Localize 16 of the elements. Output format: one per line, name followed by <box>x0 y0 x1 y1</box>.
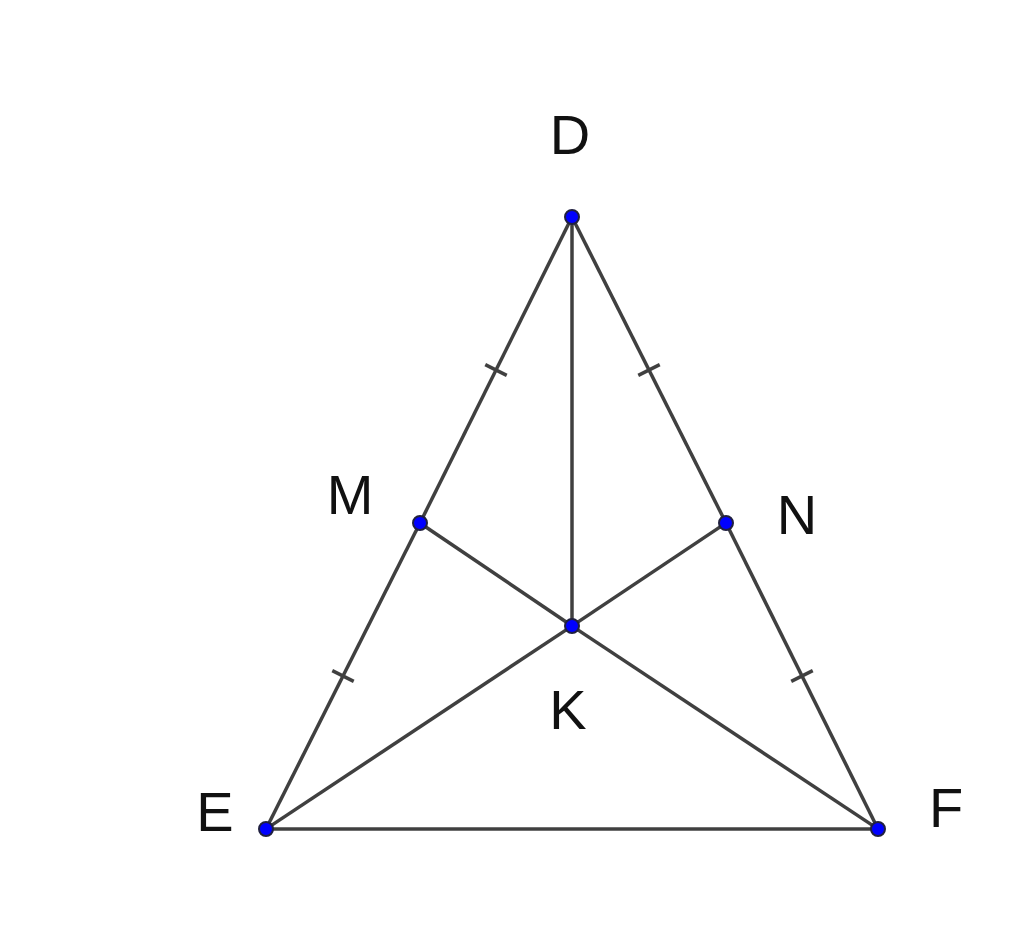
line-segment <box>576 628 874 827</box>
point-label: F <box>928 780 964 836</box>
line-segment <box>576 525 722 624</box>
point-label: E <box>196 784 234 840</box>
line-segment <box>273 827 871 831</box>
point-label: D <box>549 107 591 163</box>
line-segment <box>573 222 725 518</box>
point-label: N <box>776 487 818 543</box>
line-segment <box>424 525 568 624</box>
line-segment <box>267 528 419 824</box>
line-segment <box>270 628 568 827</box>
line-segment <box>570 224 574 619</box>
point-label: M <box>326 467 374 523</box>
line-segment <box>727 528 877 824</box>
line-segment <box>421 222 571 518</box>
point-label: K <box>549 682 587 738</box>
